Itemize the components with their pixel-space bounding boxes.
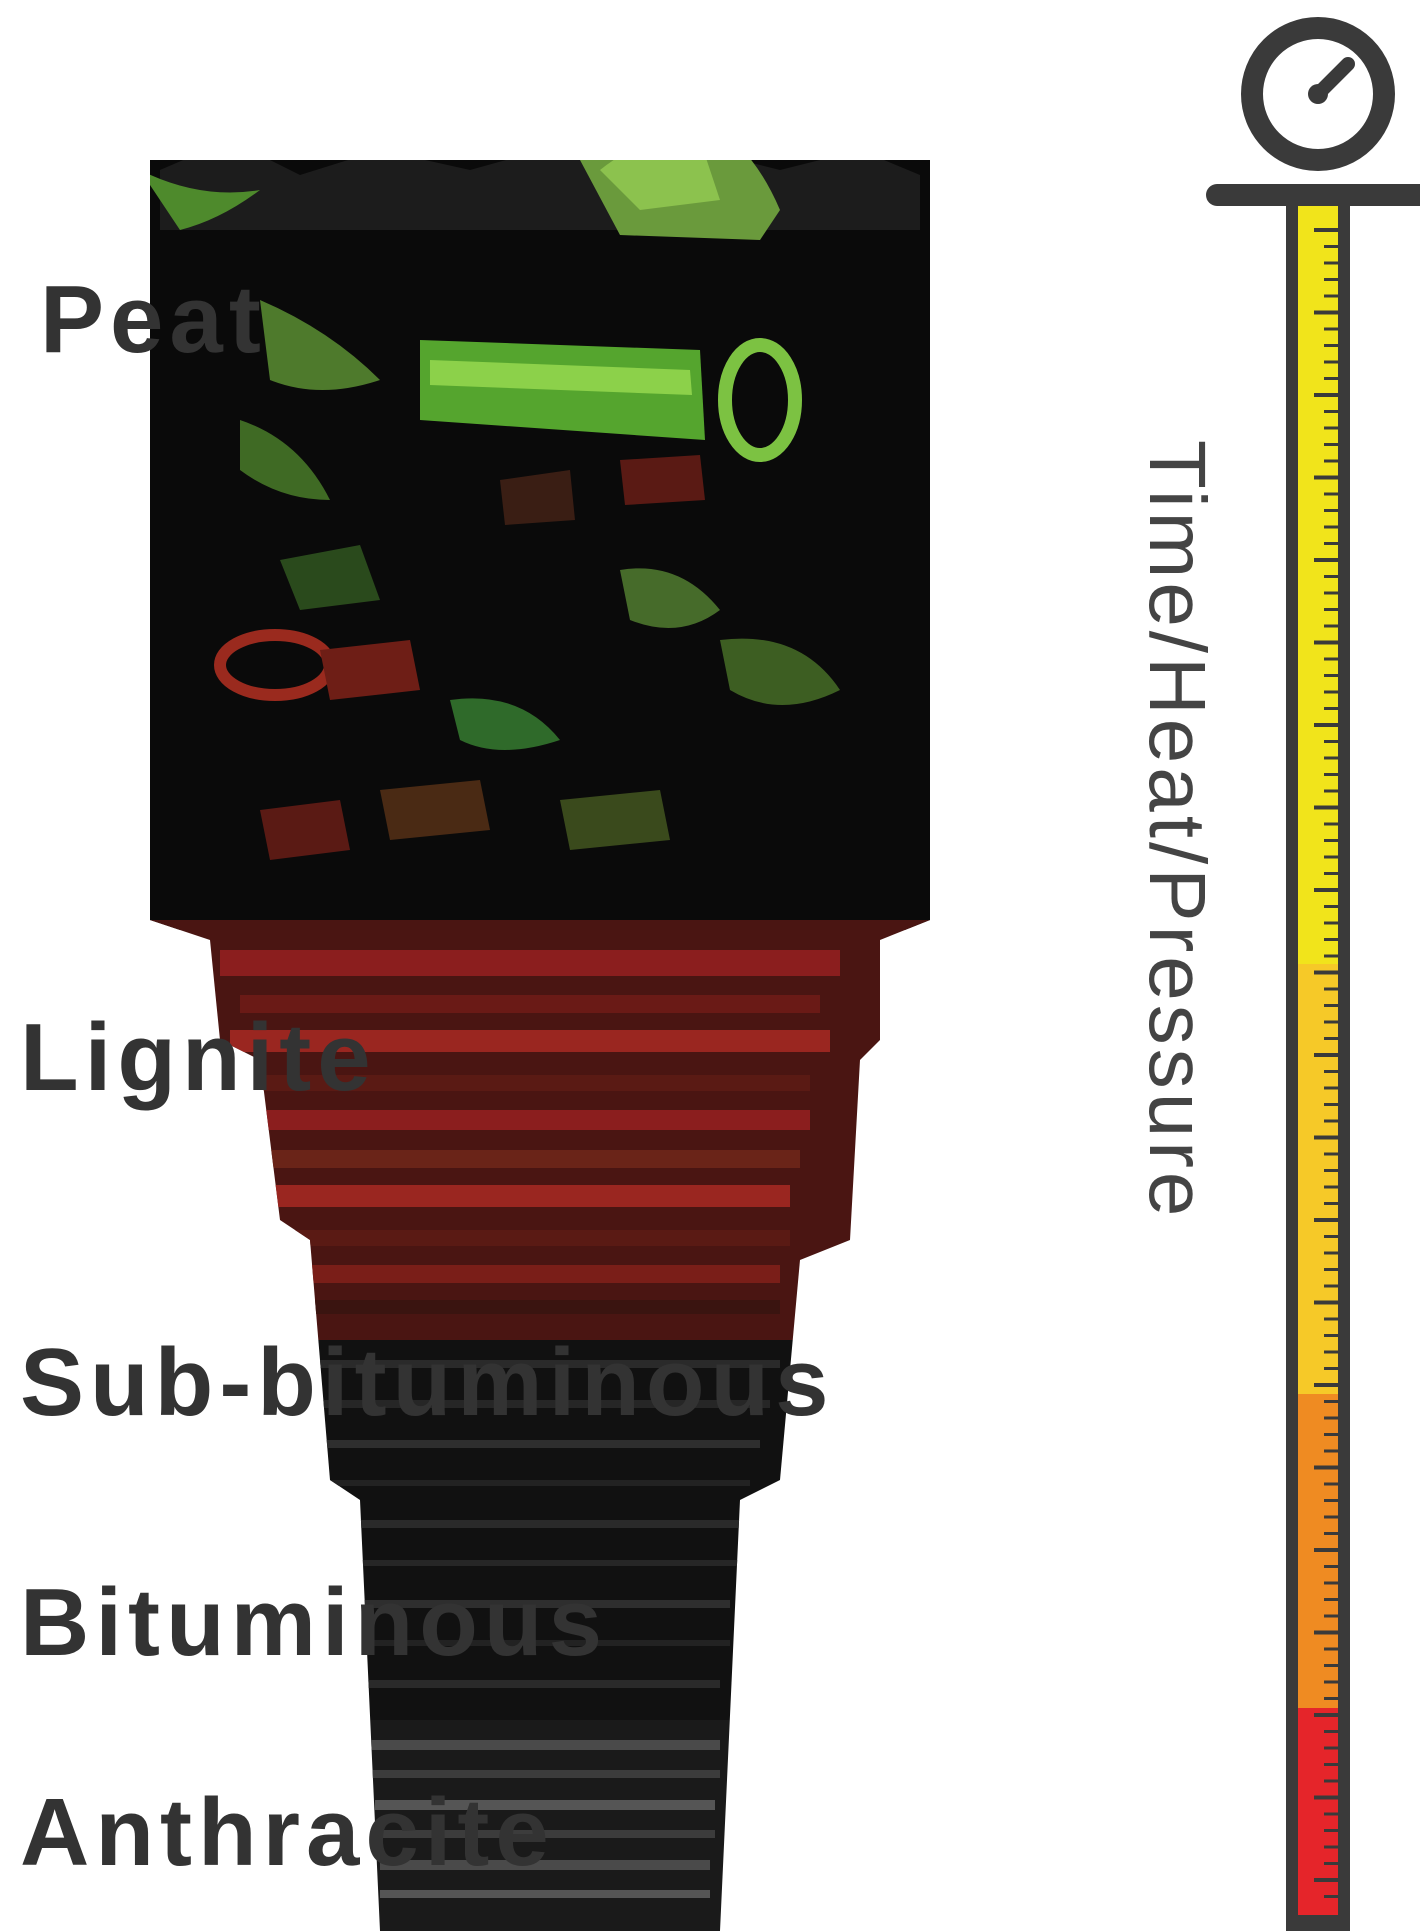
gauge-segment-red (1298, 1708, 1338, 1915)
stage-label-bituminous: Bituminous (20, 1569, 608, 1676)
stage-label-lignite: Lignite (20, 1004, 377, 1111)
stage-label-anthracite: Anthracite (20, 1779, 555, 1886)
stage-label-sub-bituminous: Sub-bituminous (20, 1329, 835, 1436)
gauge-segment-yellow (1298, 206, 1338, 964)
stage-label-peat: Peat (40, 266, 267, 373)
gauge (1206, 28, 1420, 1931)
gauge-segment-gold (1298, 964, 1338, 1394)
gauge-axis-label: Time/Heat/Pressure (1133, 440, 1222, 1220)
